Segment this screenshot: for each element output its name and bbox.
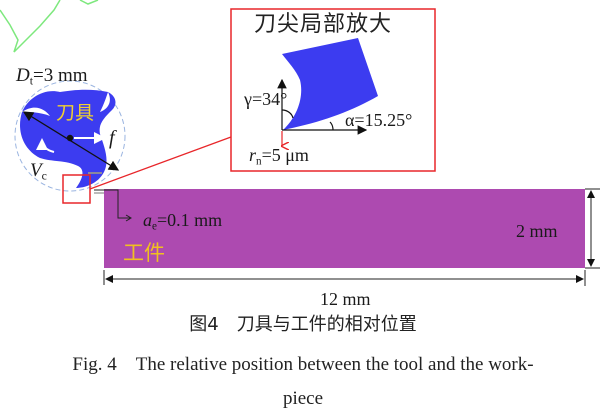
- tool-envelope-circle: [14, 80, 126, 192]
- caption-chinese: 图4 刀具与工件的相对位置: [189, 314, 417, 335]
- cutting-speed-label: Vc: [30, 161, 47, 182]
- edge-radius-value: =5 μm: [261, 145, 309, 165]
- edge-radius-label: rn=5 μm: [249, 146, 309, 168]
- edge-radius-symbol: r: [249, 145, 257, 165]
- workpiece-rect: [104, 189, 585, 268]
- cut-depth-label: ae=0.1 mm: [143, 211, 222, 233]
- decor-outline: [0, 0, 99, 53]
- tool-label: 刀具: [56, 102, 95, 124]
- cut-depth-subscript: e: [152, 220, 157, 233]
- diameter-value: =3 mm: [33, 65, 88, 86]
- caption-english-line2: piece: [282, 388, 324, 409]
- cut-depth-symbol: a: [143, 210, 152, 230]
- diameter-symbol: D: [16, 65, 30, 86]
- rotation-arrow: [36, 138, 55, 153]
- edge-radius-subscript: n: [256, 155, 262, 168]
- workpiece-height-label: 2 mm: [516, 221, 558, 241]
- rake-angle-label: γ=34°: [244, 89, 288, 109]
- cutting-speed-subscript: c: [41, 169, 47, 183]
- caption-english-line1: Fig. 4 The relative position between the…: [72, 354, 534, 375]
- diameter-subscript: t: [29, 74, 34, 88]
- inset-title: 刀尖局部放大: [254, 12, 393, 37]
- clearance-angle-label: α=15.25°: [345, 110, 413, 130]
- inset-tool-tip: [282, 38, 378, 130]
- tool-center-dot: [66, 134, 74, 142]
- feed-label: f: [109, 127, 115, 149]
- cutting-speed-symbol: V: [30, 160, 42, 181]
- tool-diameter-label: Dt=3 mm: [16, 66, 88, 87]
- cut-depth-value: =0.1 mm: [156, 210, 223, 230]
- zoom-connector-line: [89, 136, 232, 190]
- workpiece-label: 工件: [123, 241, 165, 265]
- workpiece-length-label: 12 mm: [320, 289, 371, 309]
